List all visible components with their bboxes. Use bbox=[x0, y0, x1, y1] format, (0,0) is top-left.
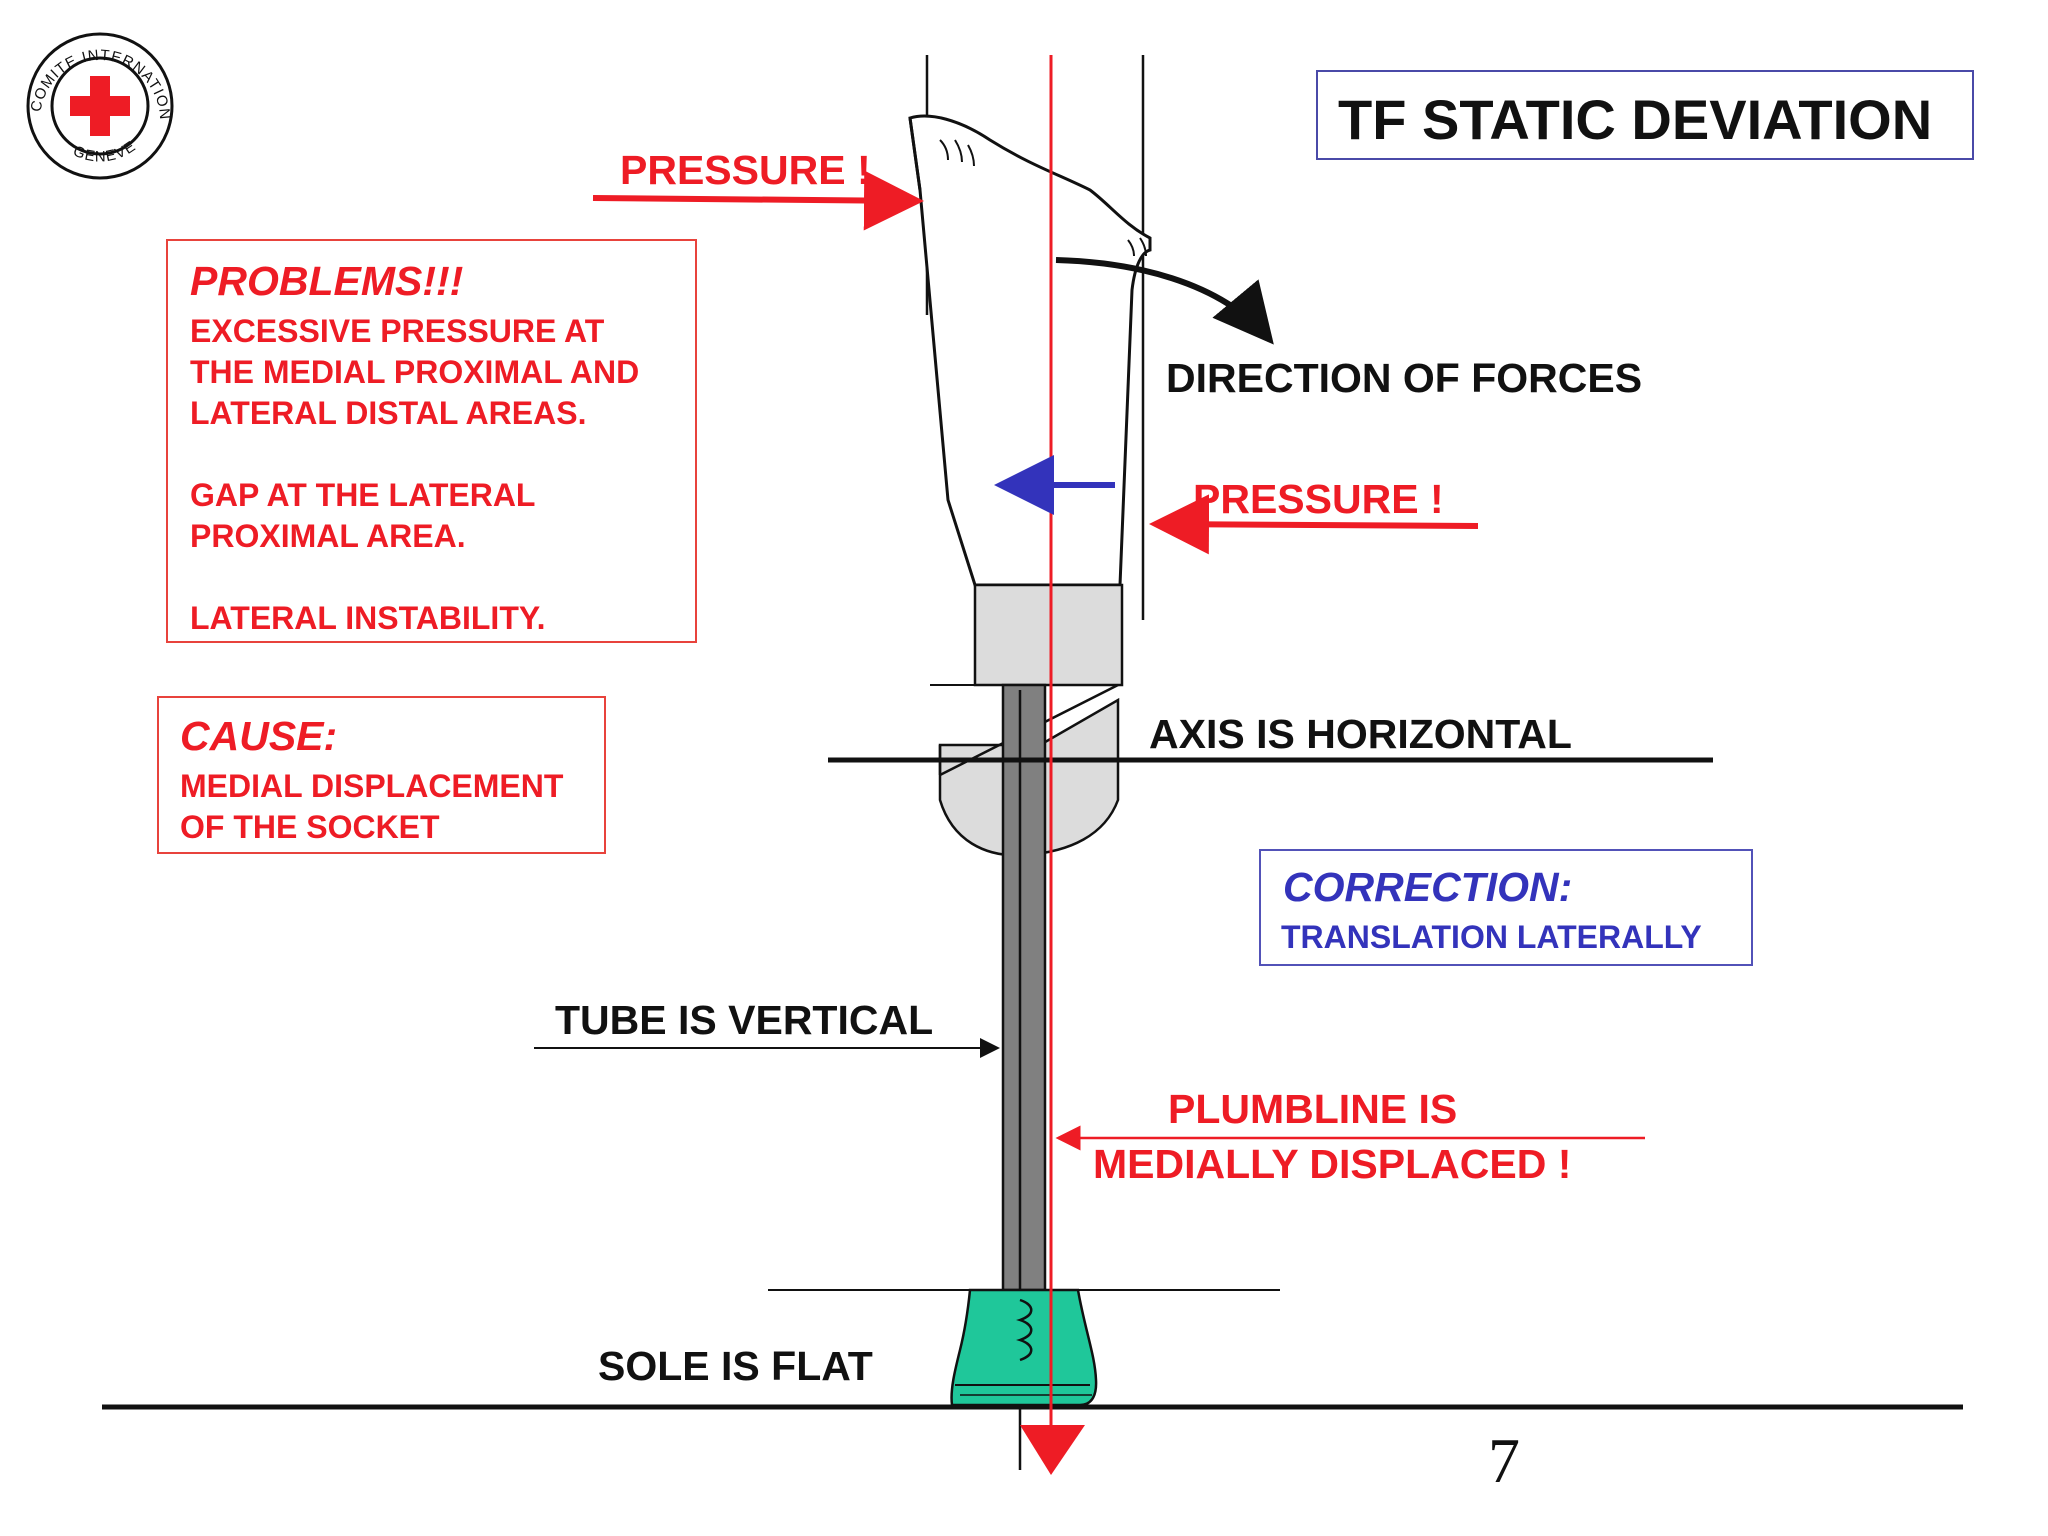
pressure-right-label: PRESSURE ! bbox=[1193, 476, 1444, 522]
cause-box: CAUSE: MEDIAL DISPLACEMENT OF THE SOCKET bbox=[157, 696, 606, 854]
tube-vertical-label: TUBE IS VERTICAL bbox=[555, 997, 934, 1043]
problems-line: LATERAL INSTABILITY. bbox=[190, 600, 546, 636]
axis-horizontal-label: AXIS IS HORIZONTAL bbox=[1149, 711, 1572, 757]
correction-heading: CORRECTION: bbox=[1283, 864, 1573, 910]
plumbline-label-line2: MEDIALLY DISPLACED ! bbox=[1093, 1141, 1572, 1187]
correction-text: TRANSLATION LATERALLY bbox=[1281, 919, 1702, 955]
problems-list: EXCESSIVE PRESSURE AT THE MEDIAL PROXIMA… bbox=[190, 311, 639, 639]
socket bbox=[908, 114, 1152, 587]
problems-line bbox=[190, 434, 639, 475]
sole-flat-label: SOLE IS FLAT bbox=[598, 1343, 873, 1389]
direction-of-forces-label: DIRECTION OF FORCES bbox=[1166, 355, 1643, 401]
prosthetic-foot bbox=[950, 1288, 1098, 1407]
problems-heading: PROBLEMS!!! bbox=[190, 258, 464, 304]
red-cross-icon bbox=[70, 76, 130, 136]
problems-line: PROXIMAL AREA. bbox=[190, 518, 466, 554]
cause-line: MEDIAL DISPLACEMENT bbox=[180, 768, 564, 804]
problems-line: EXCESSIVE PRESSURE AT bbox=[190, 313, 605, 349]
direction-of-forces-arrow bbox=[1055, 257, 1274, 345]
cause-line: OF THE SOCKET bbox=[180, 809, 440, 845]
correction-box: CORRECTION: TRANSLATION LATERALLY bbox=[1259, 849, 1753, 966]
problems-line: GAP AT THE LATERAL bbox=[190, 477, 536, 513]
socket-adapter bbox=[973, 583, 1124, 687]
cause-heading: CAUSE: bbox=[180, 713, 338, 759]
pressure-top-arrow bbox=[592, 170, 924, 231]
icrc-logo: COMITE INTERNATIONAL GENEVE bbox=[0, 0, 174, 180]
page-title: TF STATIC DEVIATION bbox=[1338, 88, 1933, 151]
problems-box: PROBLEMS!!! EXCESSIVE PRESSURE AT THE ME… bbox=[166, 239, 697, 643]
problems-line bbox=[190, 557, 639, 598]
title-box: TF STATIC DEVIATION bbox=[1316, 70, 1974, 160]
pressure-right-arrow bbox=[1149, 494, 1479, 555]
page-number: 7 bbox=[1488, 1425, 1520, 1496]
pylon-tube bbox=[1001, 683, 1047, 1292]
pressure-top-label: PRESSURE ! bbox=[620, 147, 871, 193]
problems-line: THE MEDIAL PROXIMAL AND bbox=[190, 354, 640, 390]
plumbline-arrowhead bbox=[1020, 1425, 1085, 1475]
plumbline-label-line1: PLUMBLINE IS bbox=[1168, 1086, 1458, 1132]
logo-lower-text: GENEVE bbox=[71, 138, 140, 166]
cause-list: MEDIAL DISPLACEMENT OF THE SOCKET bbox=[180, 766, 563, 848]
problems-line: LATERAL DISTAL AREAS. bbox=[190, 395, 587, 431]
